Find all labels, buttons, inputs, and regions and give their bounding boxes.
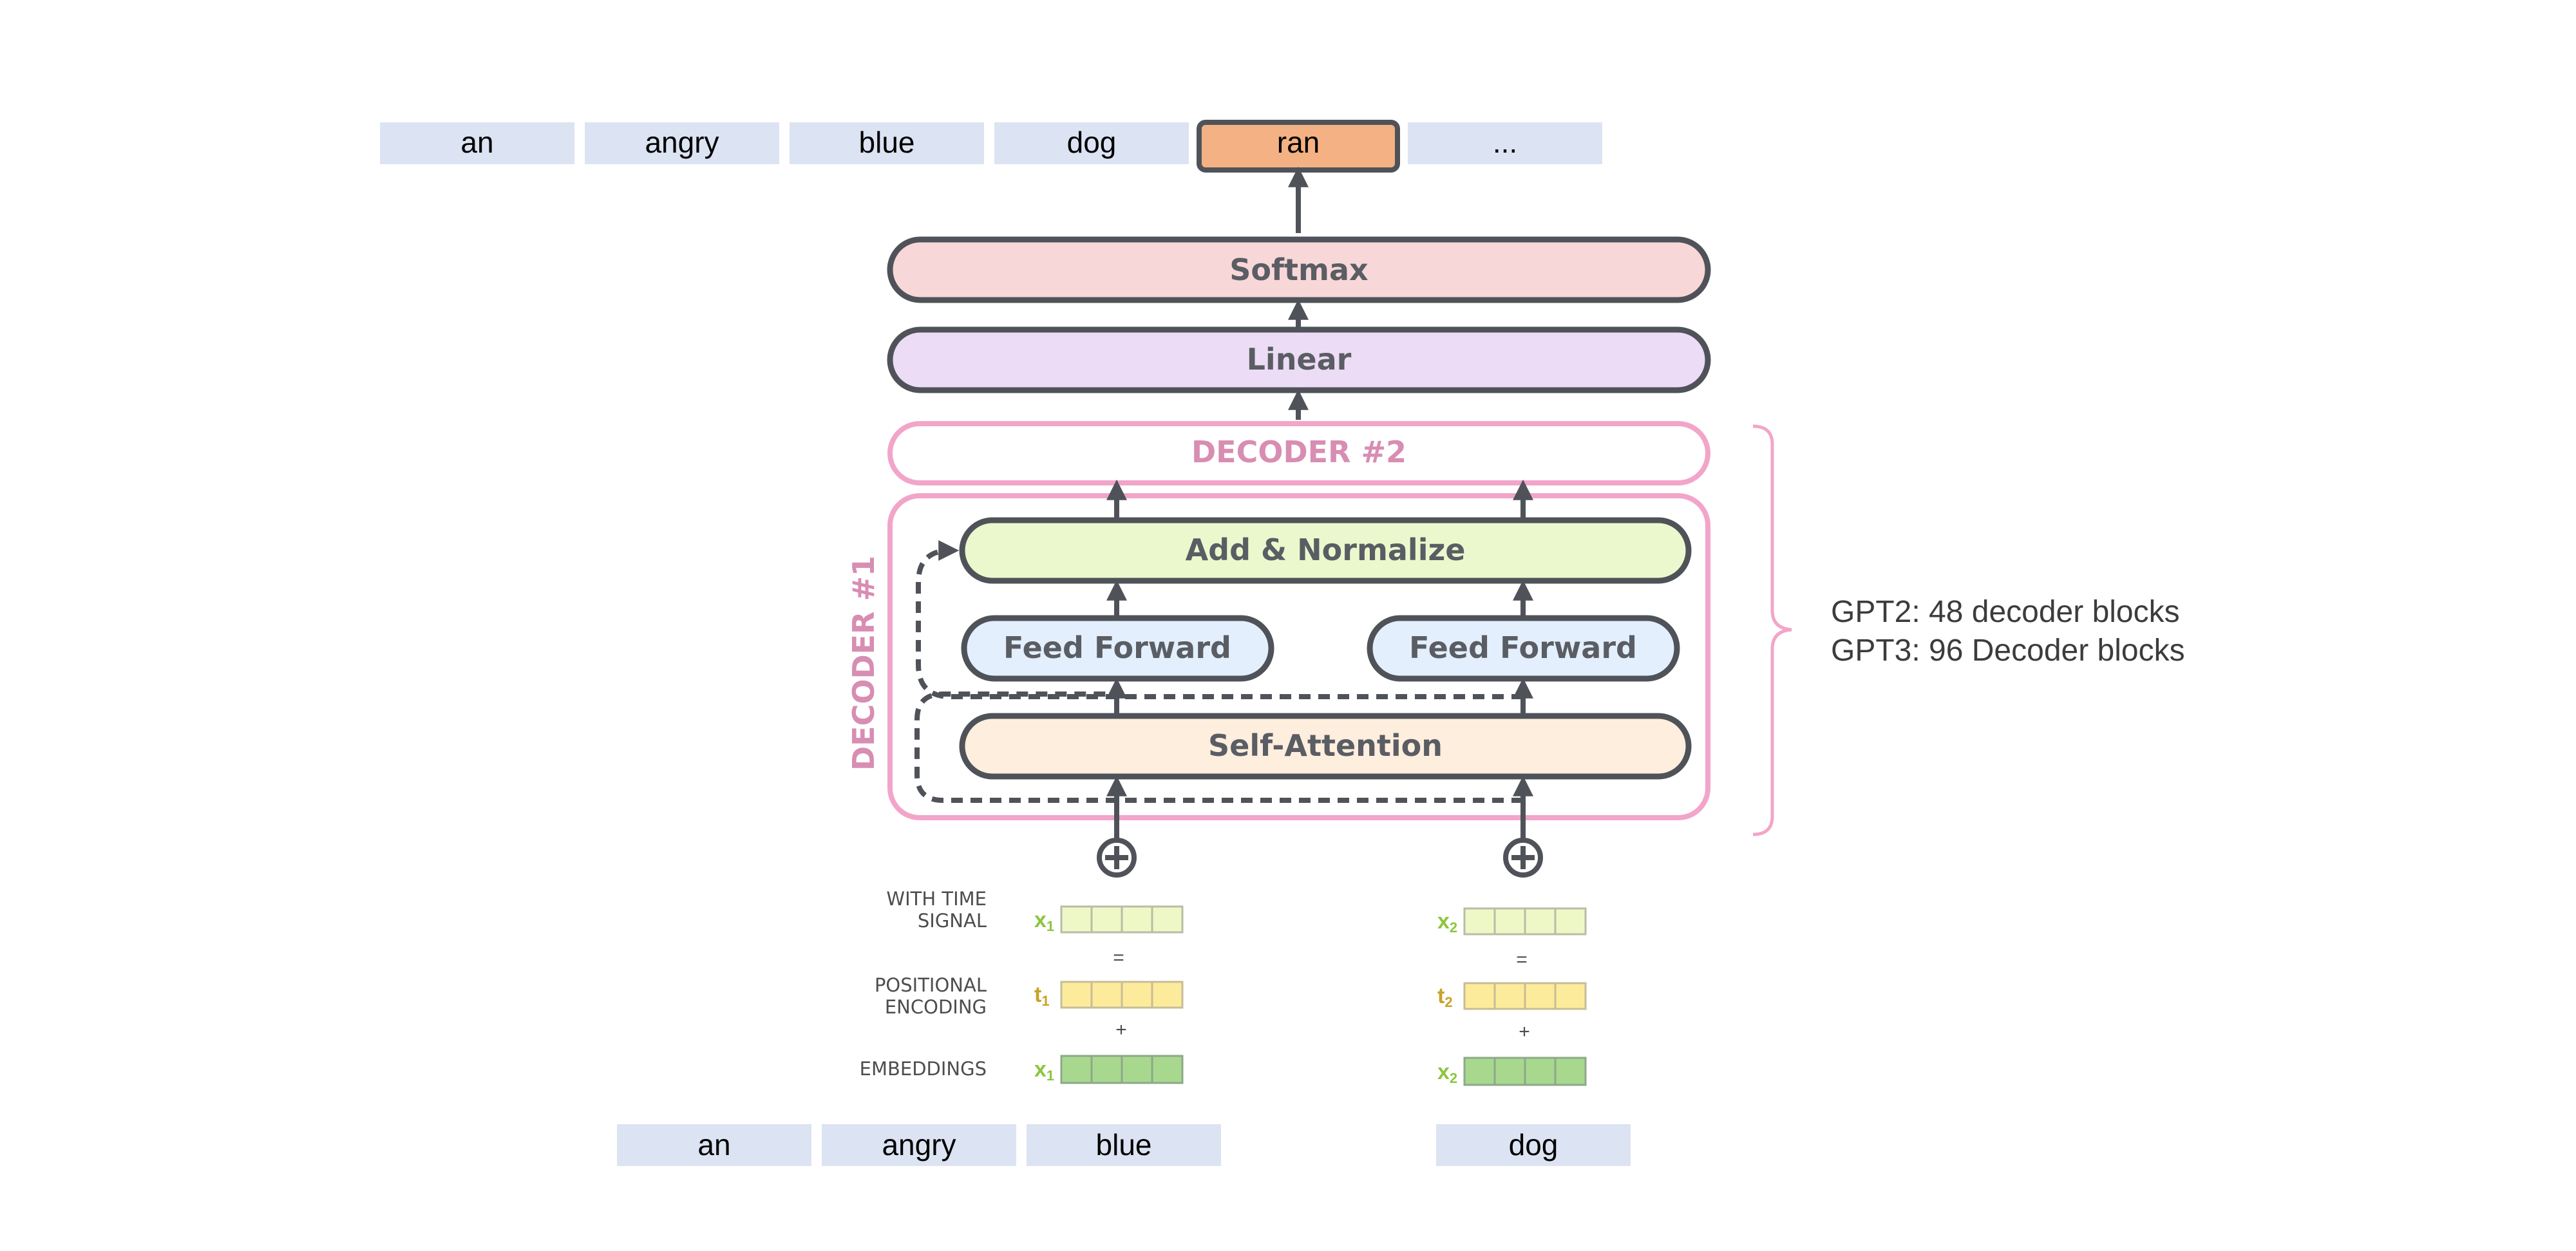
feed-forward-left-block[interactable]: Feed Forward bbox=[961, 615, 1274, 682]
feed-forward-right-block[interactable]: Feed Forward bbox=[1367, 615, 1680, 682]
input-token-row: an angry blue dog bbox=[617, 1124, 1631, 1166]
input-token-label: an bbox=[697, 1128, 730, 1162]
output-token-label: an bbox=[460, 126, 493, 159]
brace-note-gpt3: GPT3: 96 Decoder blocks bbox=[1831, 634, 2185, 668]
vector-label: x1 bbox=[1034, 908, 1054, 934]
plus-sign: + bbox=[1519, 1021, 1530, 1042]
output-token[interactable]: dog bbox=[994, 122, 1189, 164]
plus-sign: + bbox=[1115, 1019, 1127, 1040]
output-token[interactable]: an bbox=[380, 122, 574, 164]
decoder-2-block[interactable]: DECODER #2 bbox=[887, 421, 1710, 485]
output-token-label: blue bbox=[859, 126, 915, 159]
row-label-positional-1: POSITIONAL bbox=[875, 974, 987, 996]
vector-time-signal bbox=[1463, 907, 1587, 936]
vector-label: x1 bbox=[1034, 1057, 1054, 1084]
row-label-time-signal-2: SIGNAL bbox=[918, 910, 987, 932]
linear-block[interactable]: Linear bbox=[887, 326, 1711, 393]
softmax-label: Softmax bbox=[1229, 252, 1368, 287]
brace-note-gpt2: GPT2: 48 decoder blocks bbox=[1831, 595, 2180, 629]
decoder-2-label: DECODER #2 bbox=[1191, 435, 1406, 469]
vector-label: t2 bbox=[1437, 984, 1453, 1010]
row-label-positional-2: ENCODING bbox=[885, 996, 987, 1018]
output-token-highlighted[interactable]: ran bbox=[1197, 120, 1400, 173]
plus-circle-icon bbox=[1097, 838, 1137, 878]
vector-embedding bbox=[1463, 1057, 1587, 1086]
row-labels: WITH TIME SIGNAL POSITIONAL ENCODING EMB… bbox=[860, 888, 987, 1080]
input-token[interactable]: an bbox=[617, 1124, 811, 1166]
input-token[interactable]: angry bbox=[822, 1124, 1016, 1166]
linear-label: Linear bbox=[1247, 342, 1352, 377]
add-normalize-label: Add & Normalize bbox=[1186, 532, 1466, 567]
softmax-block[interactable]: Softmax bbox=[887, 236, 1711, 303]
output-token[interactable]: ... bbox=[1408, 122, 1602, 164]
vector-column-left: x1 = t1 + x1 bbox=[1034, 905, 1184, 1084]
decoder-1-label: DECODER #1 bbox=[846, 556, 881, 771]
feed-forward-right-label: Feed Forward bbox=[1409, 630, 1637, 665]
output-token-row: an angry blue dog ran ... bbox=[380, 120, 1602, 173]
row-label-embeddings: EMBEDDINGS bbox=[860, 1058, 987, 1080]
output-token[interactable]: blue bbox=[790, 122, 984, 164]
vector-label: x2 bbox=[1437, 909, 1457, 936]
vector-column-right: x2 = t2 + x2 bbox=[1437, 907, 1587, 1086]
vector-label: t1 bbox=[1034, 983, 1050, 1009]
feed-forward-left-label: Feed Forward bbox=[1003, 630, 1231, 665]
equals-sign: = bbox=[1113, 947, 1124, 968]
vector-positional-encoding bbox=[1463, 982, 1587, 1010]
input-token-label: dog bbox=[1509, 1128, 1558, 1162]
vector-time-signal bbox=[1060, 905, 1184, 934]
row-label-time-signal-1: WITH TIME bbox=[886, 888, 987, 910]
vector-label: x2 bbox=[1437, 1060, 1457, 1086]
self-attention-label: Self-Attention bbox=[1208, 728, 1443, 763]
input-token[interactable]: dog bbox=[1436, 1124, 1631, 1166]
input-token-label: blue bbox=[1096, 1128, 1152, 1162]
input-token[interactable]: blue bbox=[1027, 1124, 1221, 1166]
self-attention-block[interactable]: Self-Attention bbox=[959, 713, 1692, 780]
plus-circle-icon bbox=[1503, 838, 1543, 878]
add-normalize-block[interactable]: Add & Normalize bbox=[959, 517, 1692, 584]
output-token[interactable]: angry bbox=[585, 122, 779, 164]
input-token-label: angry bbox=[882, 1128, 956, 1162]
output-token-label: angry bbox=[645, 126, 719, 159]
equals-sign: = bbox=[1516, 949, 1528, 970]
decoder-stack-brace bbox=[1752, 424, 1792, 836]
vector-positional-encoding bbox=[1060, 981, 1184, 1009]
vector-embedding bbox=[1060, 1055, 1184, 1084]
output-token-label: ran bbox=[1277, 126, 1320, 159]
residual-connection-upper bbox=[916, 540, 1523, 699]
output-token-label: ... bbox=[1493, 126, 1517, 159]
output-token-label: dog bbox=[1067, 126, 1117, 159]
